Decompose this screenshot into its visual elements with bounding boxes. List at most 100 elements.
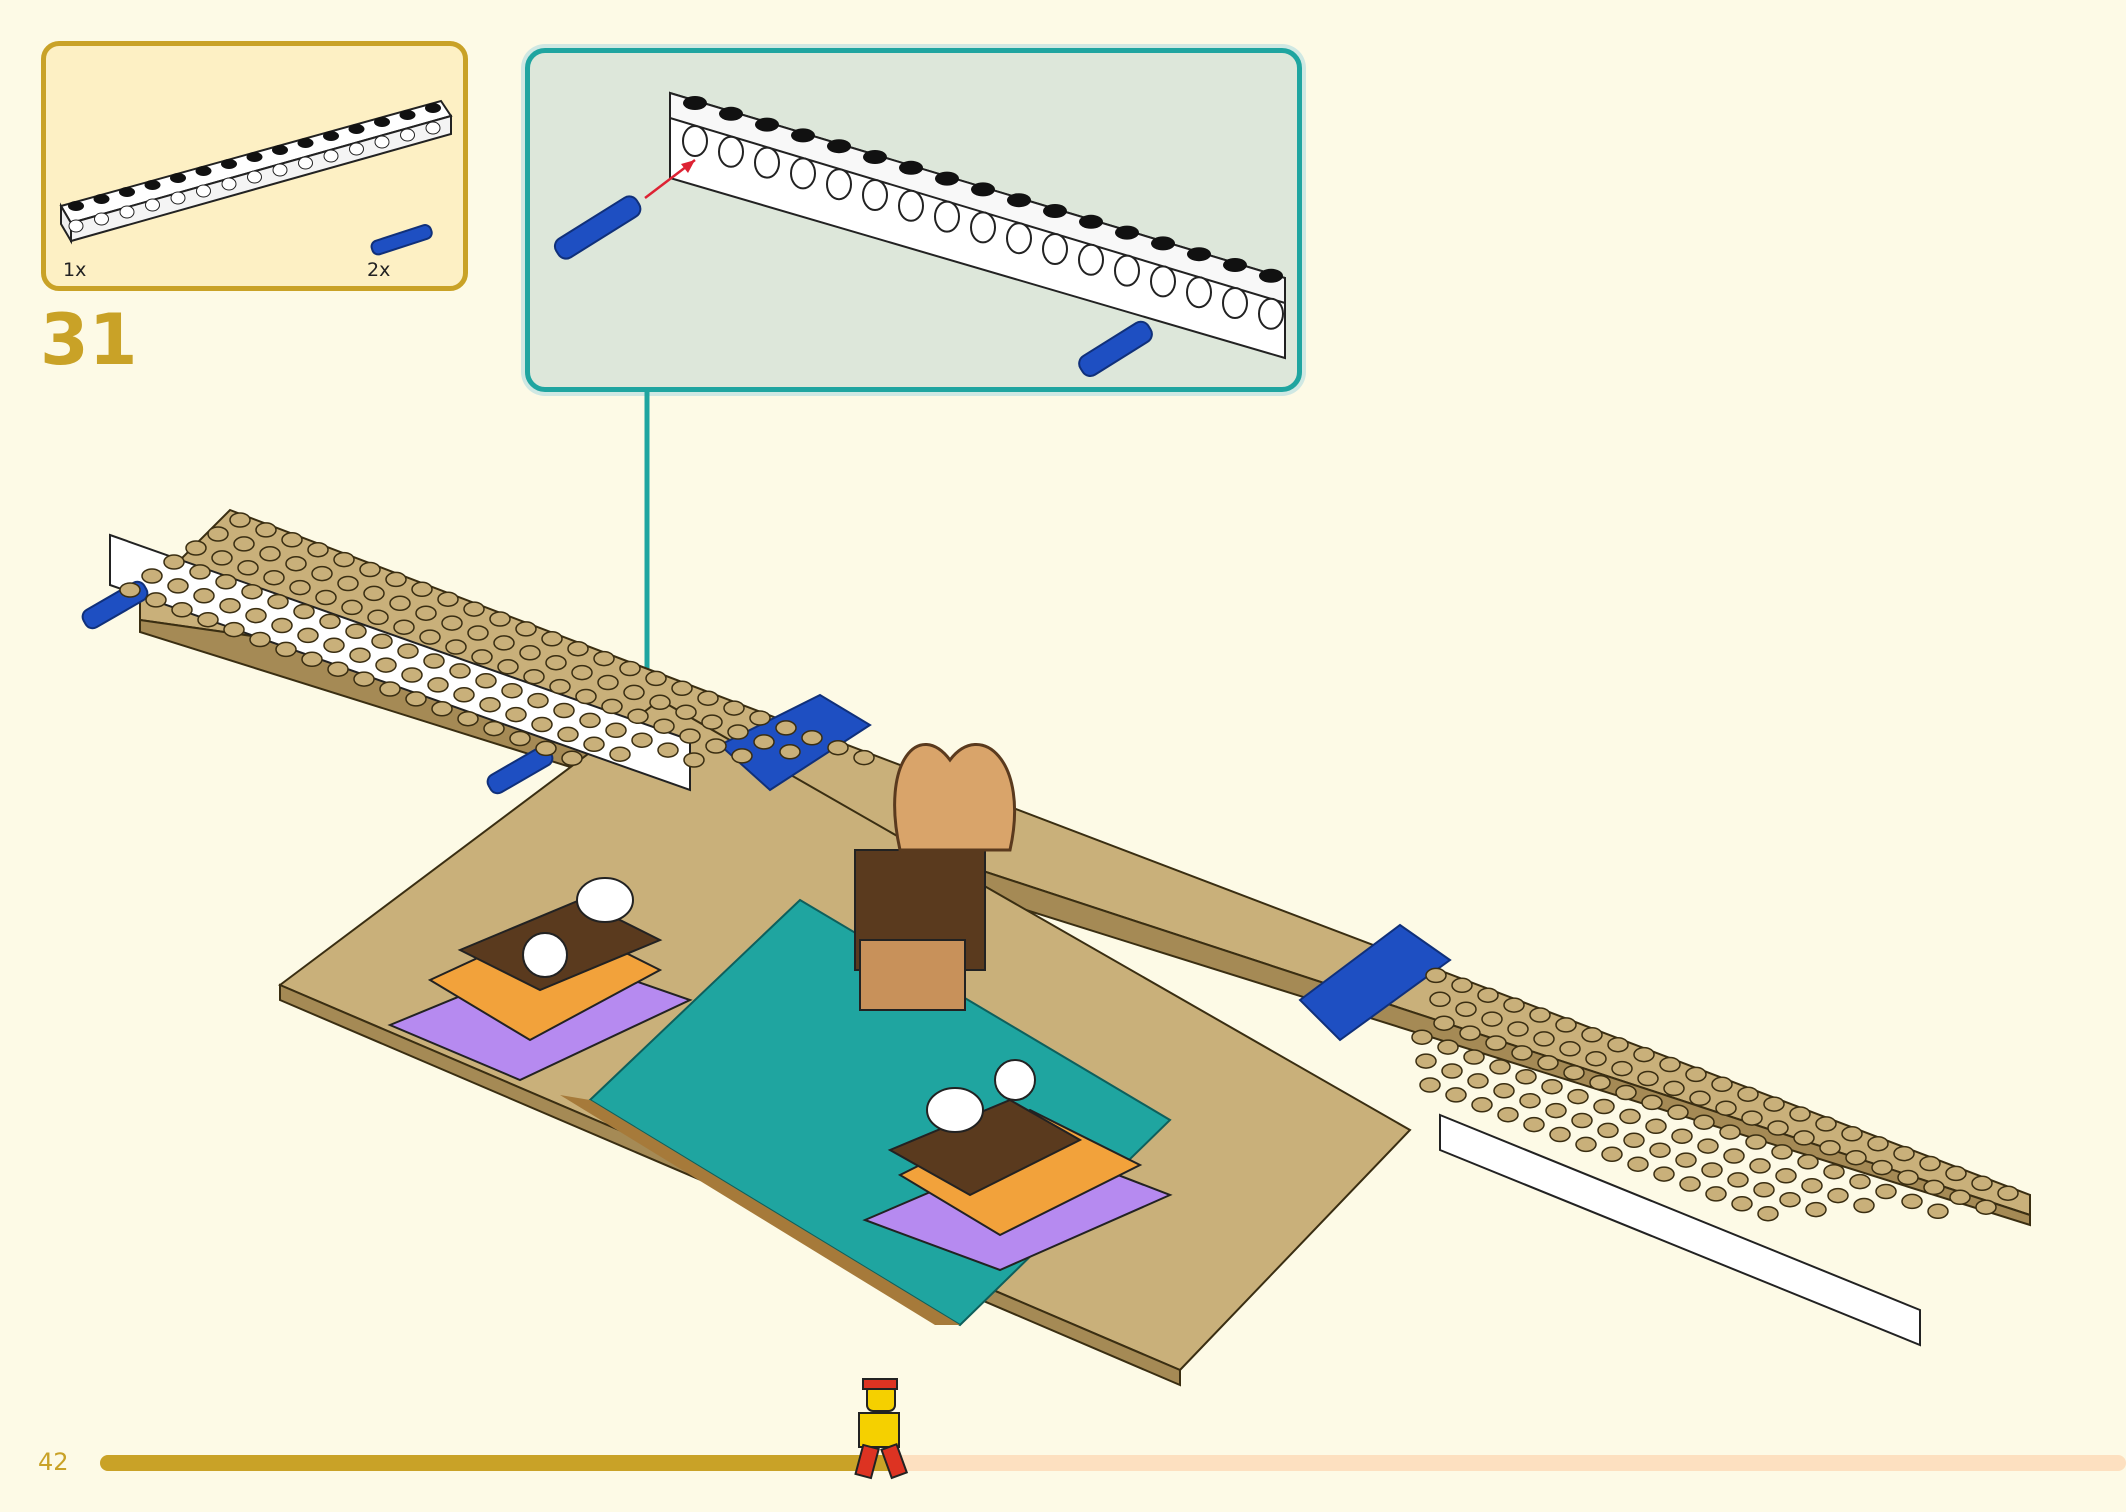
plate-stud [579, 712, 601, 729]
plate-stud [241, 583, 263, 600]
plate-stud [393, 619, 415, 635]
plate-stud [731, 748, 753, 764]
plate-stud [1675, 1152, 1697, 1168]
plate-stud [601, 698, 623, 715]
plate-stud [1945, 1165, 1967, 1182]
plate-stud [437, 591, 459, 607]
plate-stud [549, 678, 571, 695]
plate-stud [1815, 1116, 1837, 1132]
plate-stud [619, 660, 641, 677]
beam-stud [221, 159, 237, 169]
plate-stud [515, 621, 537, 637]
beam-hole [349, 142, 364, 156]
callout-stud [719, 106, 743, 121]
plate-stud [401, 667, 423, 683]
beam-quantity: 1x [63, 259, 87, 281]
callout-stud [1079, 214, 1103, 229]
plate-stud [1805, 1201, 1827, 1218]
plate-stud [493, 635, 515, 651]
plate-stud [263, 569, 285, 586]
beam-stud [68, 201, 84, 211]
plate-stud [233, 536, 255, 552]
callout-hole [1222, 287, 1248, 319]
callout-stud [755, 117, 779, 132]
plate-stud [281, 532, 303, 548]
beam-stud [170, 173, 186, 183]
beam-stud [425, 103, 441, 113]
plate-stud [605, 722, 627, 739]
plate-stud [1429, 991, 1451, 1008]
plate-stud [1455, 1001, 1477, 1017]
plate-stud [285, 555, 307, 572]
plate-stud [271, 617, 293, 634]
plate-stud [1489, 1059, 1511, 1075]
plate-stud [571, 664, 593, 681]
golden-throne-icon [854, 743, 1016, 1011]
plate-stud [289, 579, 311, 596]
plate-stud [1711, 1076, 1733, 1093]
plate-stud [483, 720, 505, 737]
plate-stud [1459, 1025, 1481, 1041]
plate-stud [1841, 1126, 1863, 1142]
plate-stud [671, 680, 693, 697]
beam-hole [425, 121, 441, 135]
plate-stud [593, 650, 615, 667]
plate-stud [1463, 1049, 1485, 1065]
plate-stud [1653, 1166, 1675, 1182]
callout-stud [1007, 193, 1031, 208]
plate-stud [1529, 1007, 1551, 1023]
plate-stud [1419, 1077, 1441, 1093]
plate-stud [479, 696, 501, 713]
plate-stud [371, 633, 393, 649]
plate-stud [1667, 1104, 1689, 1121]
plate-stud [1779, 1191, 1801, 1208]
callout-hole [754, 146, 780, 179]
plate-stud [189, 564, 211, 580]
callout-stud [1187, 247, 1211, 262]
plate-stud [1549, 1126, 1571, 1143]
plate-stud [531, 716, 553, 733]
plate-stud [853, 749, 875, 766]
blue-pin-part-icon [370, 224, 433, 256]
plate-stud [1641, 1094, 1663, 1111]
plate-stud [1671, 1128, 1693, 1144]
plate-stud [649, 694, 671, 711]
plate-stud [1515, 1069, 1537, 1085]
plate-stud [359, 561, 381, 578]
beam-hole [272, 163, 288, 177]
plate-stud [1701, 1162, 1723, 1178]
plate-stud [1757, 1205, 1779, 1222]
callout-stud [683, 96, 707, 110]
plate-stud [1619, 1108, 1641, 1125]
plate-stud [1789, 1106, 1811, 1122]
plate-stud [1581, 1027, 1603, 1043]
plate-stud [1593, 1098, 1615, 1115]
plate-stud [1523, 1116, 1545, 1133]
callout-hole [1006, 222, 1032, 255]
plate-stud [1893, 1145, 1915, 1162]
callout-hole [1114, 254, 1140, 287]
plate-stud [219, 597, 241, 614]
plate-stud [211, 550, 233, 566]
plate-stud [1749, 1158, 1771, 1174]
plate-stud [1493, 1083, 1515, 1099]
page-number: 42 [38, 1448, 69, 1476]
plate-stud [397, 643, 419, 659]
plate-stud [1645, 1118, 1667, 1135]
blue-plate-left-icon [718, 693, 872, 792]
plate-stud [1737, 1086, 1759, 1102]
beam-stud [374, 117, 390, 127]
plate-stud [1867, 1135, 1889, 1152]
beam-stud [195, 166, 212, 176]
plate-stud [1497, 1106, 1519, 1123]
plate-stud [553, 702, 575, 719]
plate-stud [1767, 1120, 1789, 1136]
plate-stud [259, 546, 281, 562]
plate-stud [597, 674, 619, 691]
plate-stud [315, 589, 337, 606]
beam-stud [297, 138, 314, 148]
callout-stud [863, 150, 887, 164]
beam-hole [119, 205, 135, 219]
plate-stud [457, 710, 479, 727]
plate-stud [623, 684, 645, 701]
